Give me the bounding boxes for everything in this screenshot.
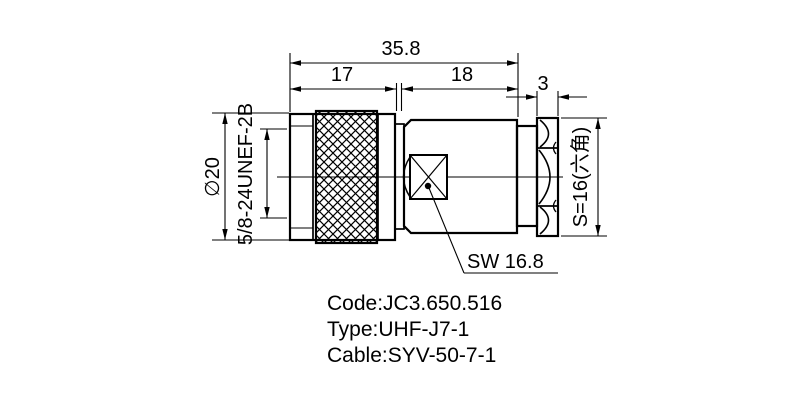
arrowhead [222, 229, 228, 240]
note-cable: Cable:SYV-50-7-1 [327, 344, 496, 367]
arrowhead [595, 118, 601, 129]
arrowhead [290, 86, 301, 92]
note-code: Code:JC3.650.516 [327, 292, 502, 315]
knurl-section [314, 109, 379, 245]
arrowhead [385, 86, 396, 92]
dim-total-length-label: 35.8 [382, 38, 421, 60]
leader-dot [424, 182, 432, 190]
hex-arc-notch-bottom [552, 199, 557, 213]
arrowhead [402, 86, 413, 92]
hex-nut-outline [535, 116, 560, 238]
hex-arc-bottom [539, 206, 550, 235]
dim-hex-thickness-label: 3 [537, 73, 548, 95]
hex-arc-middle [538, 149, 551, 205]
window-diagonal-2 [409, 154, 448, 200]
hex-arc-notch-top [552, 141, 557, 155]
arrowhead [558, 94, 569, 100]
dim-diameter-label: ∅20 [202, 157, 224, 197]
arrowhead [264, 207, 270, 218]
wrench-size-label: SW 16.8 [467, 251, 544, 273]
arrowhead [595, 225, 601, 236]
hex-arc-top [539, 119, 550, 148]
dim-right-section-label: 18 [451, 64, 473, 86]
dim-left-section-label: 17 [331, 64, 353, 86]
arrowhead [526, 94, 537, 100]
window-cylinder-arc [402, 156, 411, 198]
dim-thread-spec-label: 5/8-24UNEF-2B [235, 103, 257, 245]
note-type: Type:UHF-J7-1 [327, 318, 469, 341]
dim-hex-flats-label: S=16(六角) [569, 127, 592, 228]
arrowhead [222, 113, 228, 124]
middle-body-outline [402, 118, 519, 235]
arrowhead [507, 60, 518, 66]
neck-before-hex [515, 124, 539, 228]
arrowhead [264, 129, 270, 140]
arrowhead [290, 60, 301, 66]
leader-line [428, 187, 465, 274]
arrowhead [507, 86, 518, 92]
